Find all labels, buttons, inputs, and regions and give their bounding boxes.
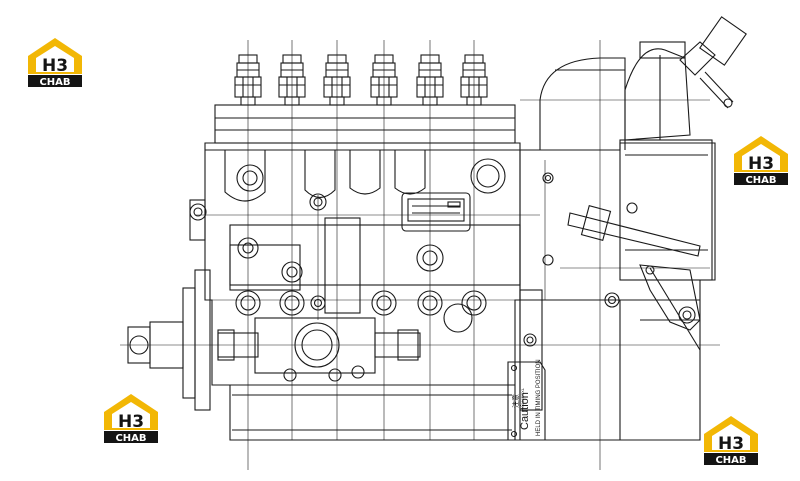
delivery-valve-6 xyxy=(460,54,488,106)
delivery-valve-3 xyxy=(323,54,351,106)
fuel-gallery-block xyxy=(217,317,421,374)
logo-sub-text: CHAB xyxy=(745,175,776,186)
delivery-valve-head xyxy=(214,54,516,144)
plunger-boss-row xyxy=(235,290,487,382)
delivery-valve-4 xyxy=(370,54,398,106)
caution-code: KLNLLIEGXL xyxy=(520,387,525,412)
caution-title: Caution xyxy=(519,392,531,430)
logo-brand-text: H3 xyxy=(718,434,744,454)
caution-cn: 注意 xyxy=(511,394,520,408)
logo-brand-text: H3 xyxy=(42,56,68,76)
delivery-valve-1 xyxy=(234,54,262,106)
delivery-valve-5 xyxy=(416,54,444,106)
governor-housing xyxy=(519,57,716,441)
caution-line: HELD IN TIMING POSITION xyxy=(536,359,542,436)
delivery-valve-2 xyxy=(278,54,306,106)
actuator-assembly xyxy=(624,16,747,141)
logo-brand-text: H3 xyxy=(118,412,144,432)
control-lever xyxy=(567,204,701,351)
pump-body xyxy=(189,142,521,441)
logo-brand-text: H3 xyxy=(748,154,774,174)
nameplate xyxy=(401,192,471,232)
centerlines xyxy=(120,40,720,470)
logo-sub-text: CHAB xyxy=(115,433,146,444)
drive-coupling xyxy=(127,199,211,411)
logo-sub-text: CHAB xyxy=(715,455,746,466)
logo-sub-text: CHAB xyxy=(39,77,70,88)
caution-plate xyxy=(507,361,546,441)
